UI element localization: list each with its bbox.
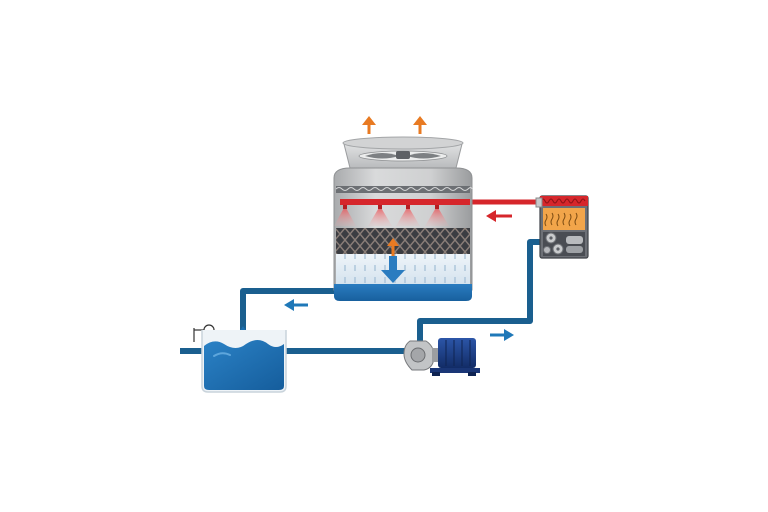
exhaust-air-arrow <box>362 116 376 134</box>
exhaust-air-arrow <box>413 116 427 134</box>
cooling-tower <box>333 116 473 301</box>
cold-flow-arrow-left <box>284 299 308 311</box>
hot-flow-arrow <box>486 210 512 222</box>
water-down-arrow <box>381 256 405 283</box>
fan-icon <box>358 150 448 162</box>
pump-motor-icon <box>403 338 480 376</box>
spray-nozzle-icon <box>396 205 420 226</box>
fill-media-icon <box>336 228 470 254</box>
cold-water-pipe-to-tank <box>240 288 336 330</box>
heat-exchanger-icon <box>535 195 589 259</box>
pump-to-heat-source-pipe <box>417 239 542 341</box>
water-tank-icon <box>193 324 287 393</box>
spray-nozzle-icon <box>425 205 449 226</box>
tower-basin <box>334 284 472 301</box>
cold-flow-arrow-right <box>490 329 514 341</box>
spray-nozzle-icon <box>368 205 392 226</box>
spray-nozzle-icon <box>334 205 356 226</box>
